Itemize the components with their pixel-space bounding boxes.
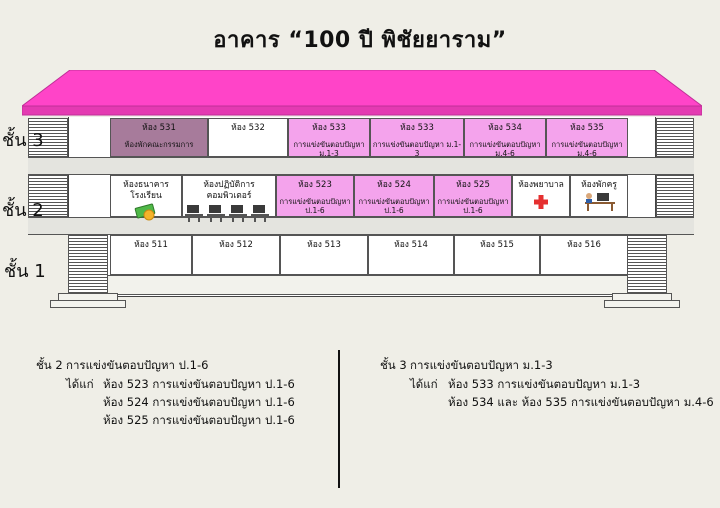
teacher-desk-icon xyxy=(585,192,615,211)
money-icon xyxy=(134,203,156,221)
room-511[interactable]: ห้อง 511 xyxy=(110,235,192,275)
room-513[interactable]: ห้อง 513 xyxy=(280,235,368,275)
room-teacher-lounge[interactable]: ห้องพักครู xyxy=(570,175,628,217)
left-column-mid xyxy=(28,175,68,217)
notes-left-floor: ชั้น 2 xyxy=(36,358,63,372)
room-525[interactable]: ห้อง 525 การแข่งขันตอบปัญหา ป.1-6 xyxy=(434,175,512,217)
notes-left-prefix: ได้แก่ xyxy=(66,377,94,391)
right-column-top xyxy=(656,118,694,157)
page-title: อาคาร “100 ปี พิชัยยาราม” xyxy=(213,28,507,53)
notes-left-line: ห้อง 523 การแข่งขันตอบปัญหา ป.1-6 xyxy=(103,377,295,391)
room-524[interactable]: ห้อง 524 การแข่งขันตอบปัญหา ป.1-6 xyxy=(354,175,434,217)
floor-slab-3 xyxy=(28,157,694,175)
notes-left-heading: การแข่งขันตอบปัญหา ป.1-6 xyxy=(66,358,209,372)
floor-label-2: ชั้น 2 xyxy=(2,200,44,221)
room-534[interactable]: ห้อง 534 การแข่งขันตอบปัญหา ม.4-6 xyxy=(464,118,546,158)
right-column-low xyxy=(627,235,667,293)
room-531[interactable]: ห้อง 531 ห้องพักคณะกรรมการ xyxy=(110,118,208,157)
notes-right-line: ห้อง 533 การแข่งขันตอบปัญหา ม.1-3 xyxy=(448,377,641,391)
notes-right-prefix: ได้แก่ xyxy=(410,377,438,391)
floor-label-3: ชั้น 3 xyxy=(2,130,44,151)
notes-right-floor: ชั้น 3 xyxy=(380,358,407,372)
floor-label-1: ชั้น 1 xyxy=(4,261,46,282)
notes-right-heading: การแข่งขันตอบปัญหา ม.1-3 xyxy=(410,358,553,372)
left-column-top xyxy=(28,118,68,157)
computer-desk-icon xyxy=(185,205,269,223)
room-computer-lab[interactable]: ห้องปฏิบัติการคอมพิวเตอร์ xyxy=(182,175,276,223)
left-stairs-base xyxy=(50,300,126,308)
room-514[interactable]: ห้อง 514 xyxy=(368,235,454,275)
floor-slab-2 xyxy=(28,217,694,235)
room-512[interactable]: ห้อง 512 xyxy=(192,235,280,275)
building-roof xyxy=(22,70,702,116)
room-535[interactable]: ห้อง 535 การแข่งขันตอบปัญหา ม.4-6 xyxy=(546,118,628,158)
room-533-b[interactable]: ห้อง 533 การแข่งขันตอบปัญหา ม.1-3 xyxy=(370,118,464,158)
floor-slab-1 xyxy=(68,275,656,295)
room-515[interactable]: ห้อง 515 xyxy=(454,235,540,275)
room-nurse[interactable]: ห้องพยาบาล xyxy=(512,175,570,217)
notes-left-line: ห้อง 525 การแข่งขันตอบปัญหา ป.1-6 xyxy=(103,413,295,427)
right-column-mid xyxy=(656,175,694,217)
notes-right-line: ห้อง 534 และ ห้อง 535 การแข่งขันตอบปัญหา… xyxy=(448,395,714,409)
notes-left-line: ห้อง 524 การแข่งขันตอบปัญหา ป.1-6 xyxy=(103,395,295,409)
room-532[interactable]: ห้อง 532 xyxy=(208,118,288,157)
left-column-low xyxy=(68,235,108,293)
room-523[interactable]: ห้อง 523 การแข่งขันตอบปัญหา ป.1-6 xyxy=(276,175,354,217)
notes-divider xyxy=(338,350,340,488)
right-stairs-base xyxy=(604,300,680,308)
room-533-a[interactable]: ห้อง 533 การแข่งขันตอบปัญหา ม.1-3 xyxy=(288,118,370,158)
room-516[interactable]: ห้อง 516 xyxy=(540,235,628,275)
room-school-bank[interactable]: ห้องธนาคารโรงเรียน xyxy=(110,175,182,221)
medical-cross-icon xyxy=(534,194,548,209)
